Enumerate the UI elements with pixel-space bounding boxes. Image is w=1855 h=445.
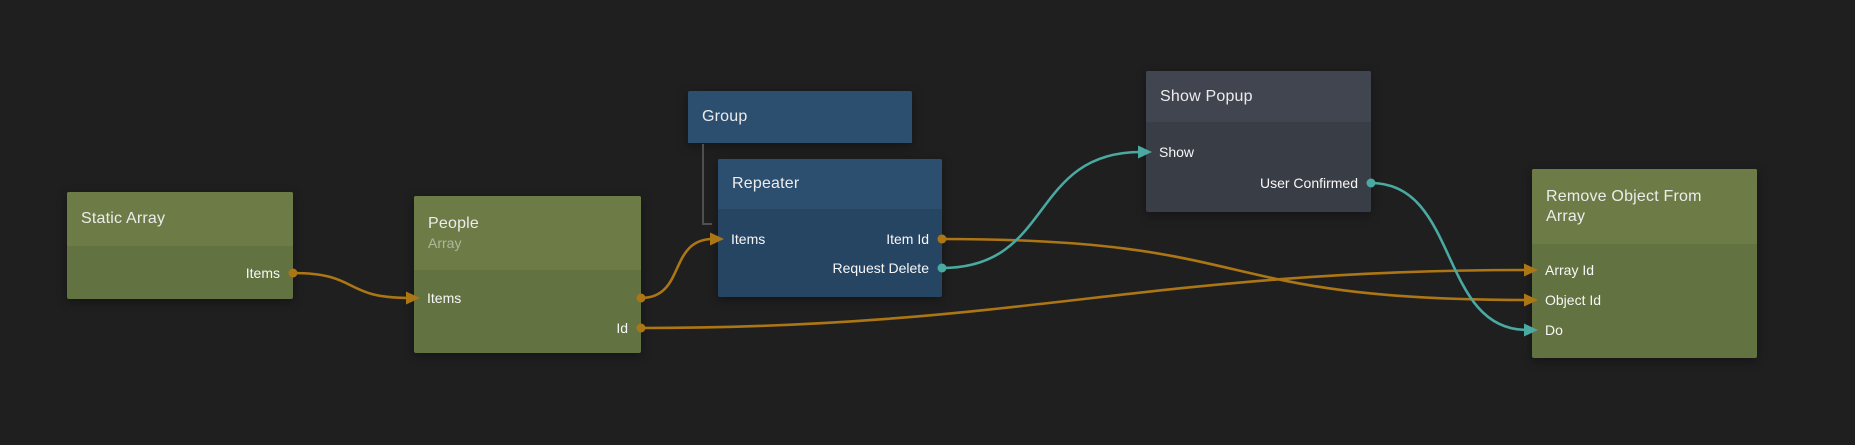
node-title: Group bbox=[702, 108, 748, 125]
output-port-label[interactable]: User Confirmed bbox=[1259, 175, 1358, 191]
port-row: Array Id bbox=[1532, 255, 1757, 285]
output-port-label[interactable]: Request Delete bbox=[832, 260, 929, 276]
wire-show-popup-to-do[interactable] bbox=[1369, 181, 1529, 332]
node-title: Remove Object From Array bbox=[1546, 187, 1702, 225]
input-port-label[interactable]: Object Id bbox=[1545, 292, 1602, 308]
node-header[interactable]: Static Array bbox=[67, 192, 293, 246]
input-port-label[interactable]: Items bbox=[731, 231, 766, 247]
port-row: Items Item Id bbox=[718, 224, 942, 254]
port-row: Object Id bbox=[1532, 285, 1757, 315]
wire-people-to-items[interactable] bbox=[639, 237, 715, 300]
port-row: Do bbox=[1532, 315, 1757, 345]
node-group[interactable]: Group bbox=[688, 91, 912, 143]
port-row: Items bbox=[67, 258, 293, 288]
output-port-label[interactable]: Item Id bbox=[886, 231, 929, 247]
node-header[interactable]: Show Popup bbox=[1146, 71, 1371, 122]
output-port-label[interactable]: Id bbox=[616, 320, 628, 336]
node-subtitle: Array bbox=[428, 234, 462, 251]
port-row: User Confirmed bbox=[1146, 168, 1371, 198]
port-row: Request Delete bbox=[718, 253, 942, 283]
port-row: Id bbox=[414, 313, 641, 343]
child-hierarchy-connector bbox=[702, 144, 712, 225]
node-title: People bbox=[428, 214, 480, 232]
node-title: Repeater bbox=[732, 175, 800, 192]
node-title: Show Popup bbox=[1160, 87, 1253, 105]
node-header[interactable]: Remove Object From Array bbox=[1532, 169, 1757, 244]
node-title: Static Array bbox=[81, 210, 166, 227]
wire-repeater-to-show[interactable] bbox=[940, 150, 1143, 270]
port-row: Items bbox=[414, 283, 641, 313]
output-port-label[interactable]: Items bbox=[245, 265, 280, 281]
input-port-label[interactable]: Show bbox=[1159, 144, 1195, 160]
input-port-label[interactable]: Do bbox=[1545, 322, 1563, 338]
node-header[interactable]: Group bbox=[688, 91, 912, 143]
input-port-label[interactable]: Items bbox=[427, 290, 462, 306]
input-port-label[interactable]: Array Id bbox=[1545, 262, 1595, 278]
wire-static-array-to-items[interactable] bbox=[291, 271, 411, 300]
wire-repeater-to-object-id[interactable] bbox=[940, 237, 1529, 302]
port-row: Show bbox=[1146, 137, 1371, 167]
node-header[interactable]: Repeater bbox=[718, 159, 942, 209]
